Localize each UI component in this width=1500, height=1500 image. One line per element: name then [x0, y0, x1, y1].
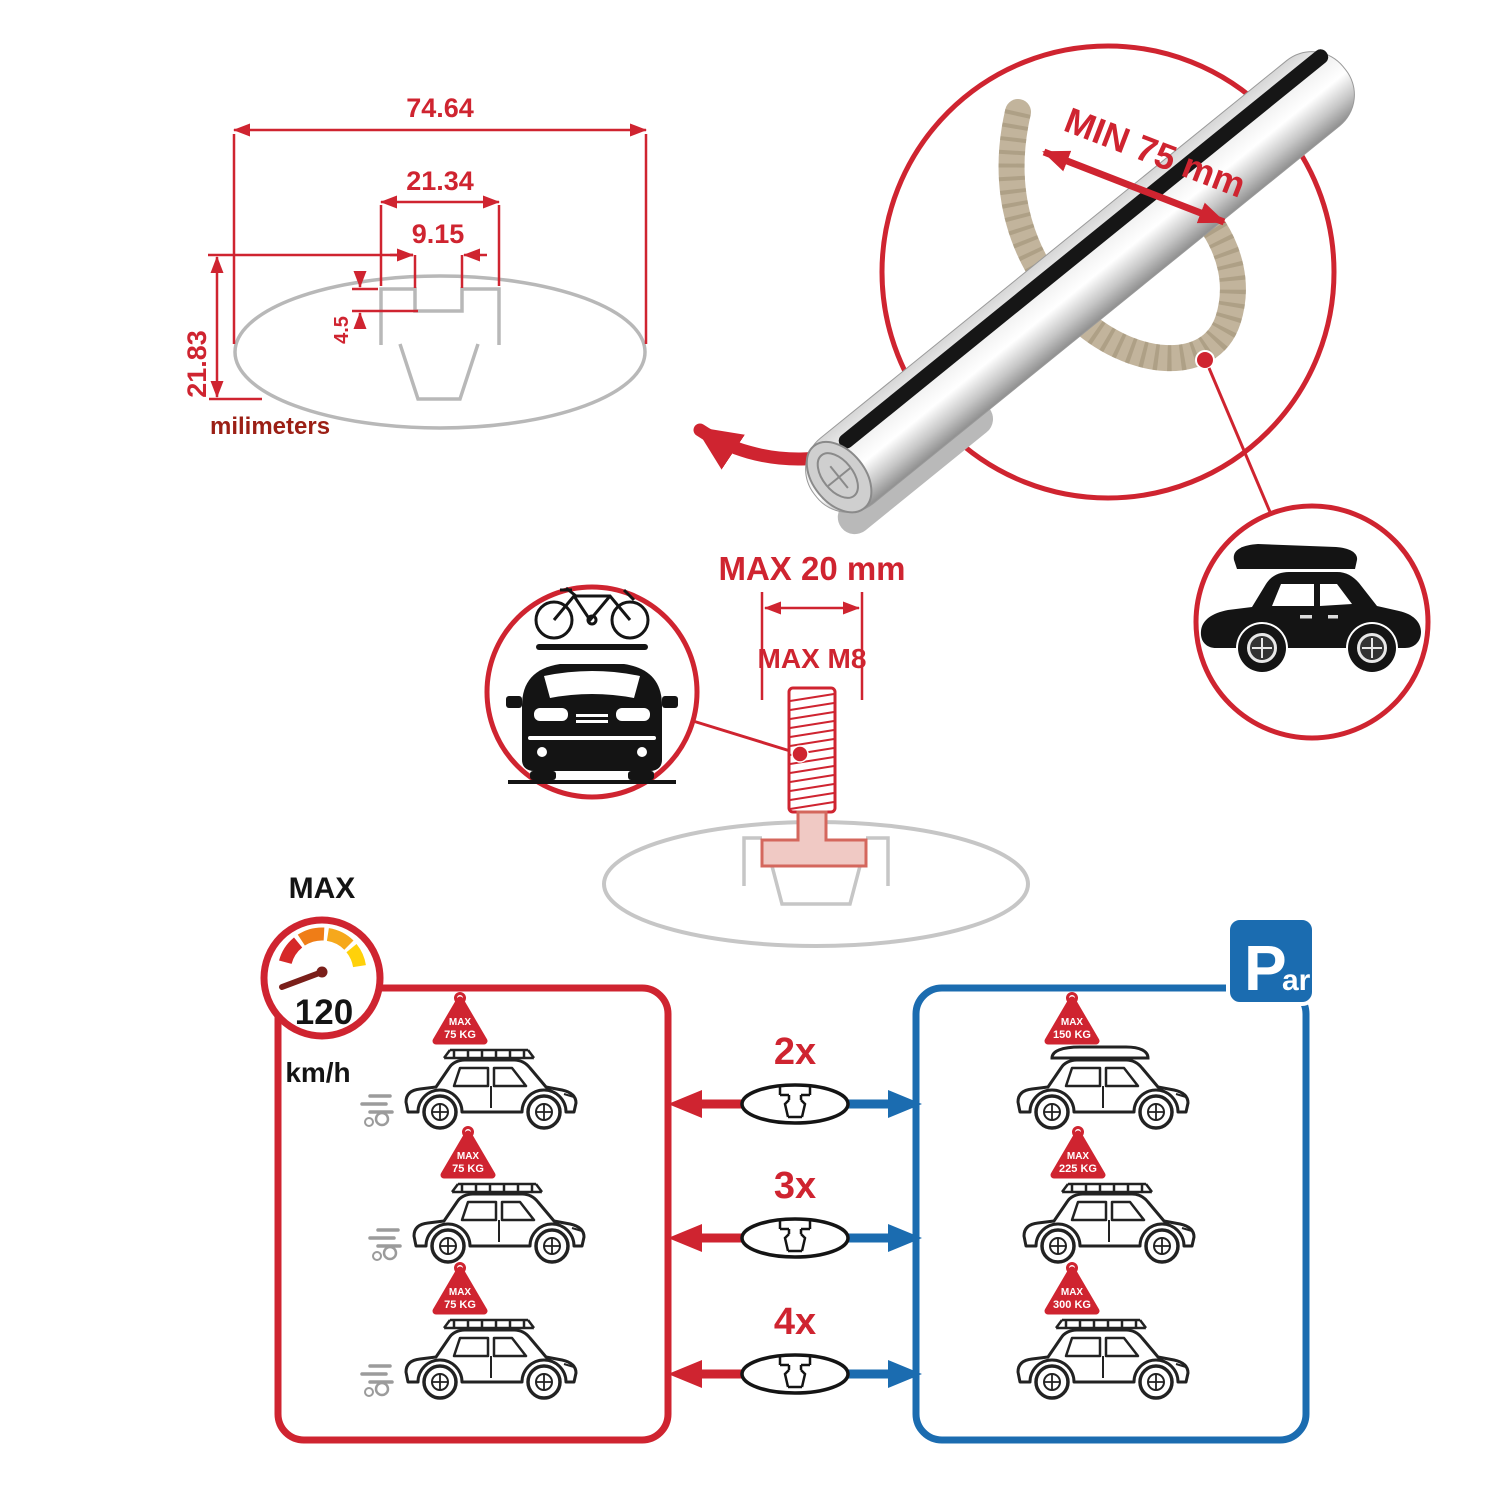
bar-count-label: 4x	[774, 1301, 816, 1343]
load-sign-max: MAX	[1061, 1017, 1084, 1028]
callout-line	[1207, 367, 1272, 513]
channel-profile-lines	[742, 836, 890, 906]
dim-slot-opening-label: 9.15	[412, 219, 465, 249]
load-sign: MAX 75 KG	[440, 1126, 496, 1179]
profile-channel-stem	[398, 343, 480, 401]
load-sign-weight: 225 KG	[1059, 1163, 1097, 1175]
gauge-arcs-icon	[279, 927, 366, 968]
units-label: milimeters	[210, 413, 330, 440]
dim-lip-depth-label: 4.5	[331, 316, 353, 344]
bike-car-circle	[484, 584, 700, 800]
load-sign: MAX 225 KG	[1050, 1126, 1106, 1179]
dim-total-width-label: 74.64	[406, 93, 474, 123]
min-span-arrow	[1042, 148, 1226, 226]
load-sign-max: MAX	[457, 1151, 480, 1162]
park-sign-plate	[1226, 916, 1316, 1006]
suv-with-roofbox-icon	[1200, 544, 1421, 672]
speed-limit-gauge: MAX 120 km/h	[260, 872, 384, 1088]
park-rest: ark	[1282, 964, 1327, 997]
arrow-right-icon	[848, 1224, 922, 1252]
park-letter: P	[1244, 932, 1287, 1004]
crossbar-profile-icon	[740, 1353, 850, 1395]
bolt-dimension-lines	[760, 592, 864, 700]
roofbox-car-circle	[1193, 503, 1431, 741]
driving-cars: MAX 75 KG MAX 75 KG MAX 75 KG	[360, 992, 584, 1399]
load-sign-weight: 150 KG	[1053, 1029, 1091, 1041]
load-sign: MAX 300 KG	[1044, 1262, 1100, 1315]
profile-dimension-diagram: 74.64 21.34 9.15 4.5 21.83 milimeters	[182, 93, 648, 440]
load-sign-max: MAX	[1067, 1151, 1090, 1162]
speed-unit: km/h	[285, 1057, 350, 1088]
tbolt-icon	[760, 686, 868, 868]
load-sign-max: MAX	[449, 1287, 472, 1298]
clamp-gasket-icon	[998, 99, 1246, 372]
load-sign: MAX 150 KG	[1044, 992, 1100, 1045]
arrow-left-icon	[668, 1360, 742, 1388]
crossbar-detail-circle: MIN 75 mm	[805, 43, 1355, 535]
crossbar-profile-icon	[740, 1217, 850, 1259]
gauge-needle-icon	[279, 969, 325, 990]
load-sign: MAX 75 KG	[432, 992, 488, 1045]
load-sign-max: MAX	[1061, 1287, 1084, 1298]
arrow-right-icon	[848, 1360, 922, 1388]
max-thread-label: MAX M8	[758, 643, 867, 674]
bar-count-label: 3x	[774, 1165, 816, 1207]
speed-max-label: MAX	[289, 872, 356, 905]
dim-total-height-label: 21.83	[182, 330, 212, 398]
car-front-icon	[506, 644, 678, 784]
tbolt-diagram: MAX 20 mm MAX M8	[484, 550, 1030, 948]
load-sign-weight: 75 KG	[444, 1029, 476, 1041]
dimension-lines	[208, 123, 648, 401]
crossbar-rubber-strip	[838, 49, 1329, 449]
profile-channel-block	[379, 287, 501, 345]
detail-circle-outline	[879, 43, 1337, 501]
load-sign: MAX 75 KG	[432, 1262, 488, 1315]
parked-cars: MAX 150 KG MAX 225 KG MAX 300 KG	[1018, 992, 1194, 1399]
arrow-right-icon	[848, 1090, 922, 1118]
load-sign-weight: 75 KG	[444, 1299, 476, 1311]
crossbar-profile-icon	[740, 1083, 850, 1125]
load-sign-weight: 300 KG	[1053, 1299, 1091, 1311]
park-sign: P ark	[1226, 916, 1327, 1006]
bolt-callout-line	[692, 719, 801, 756]
dim-slot-outer-label: 21.34	[406, 166, 474, 196]
arrow-left-icon	[668, 1224, 742, 1252]
arrow-left-icon	[668, 1090, 742, 1118]
speed-value: 120	[295, 993, 353, 1032]
callout-dot	[1195, 350, 1215, 370]
load-sign-max: MAX	[449, 1017, 472, 1028]
load-sign-weight: 75 KG	[452, 1163, 484, 1175]
bike-on-roof-icon	[534, 586, 650, 640]
bar-count-column: 2x 3x 4x	[668, 1031, 922, 1395]
bar-count-label: 2x	[774, 1031, 816, 1073]
max-width-label: MAX 20 mm	[718, 550, 905, 587]
